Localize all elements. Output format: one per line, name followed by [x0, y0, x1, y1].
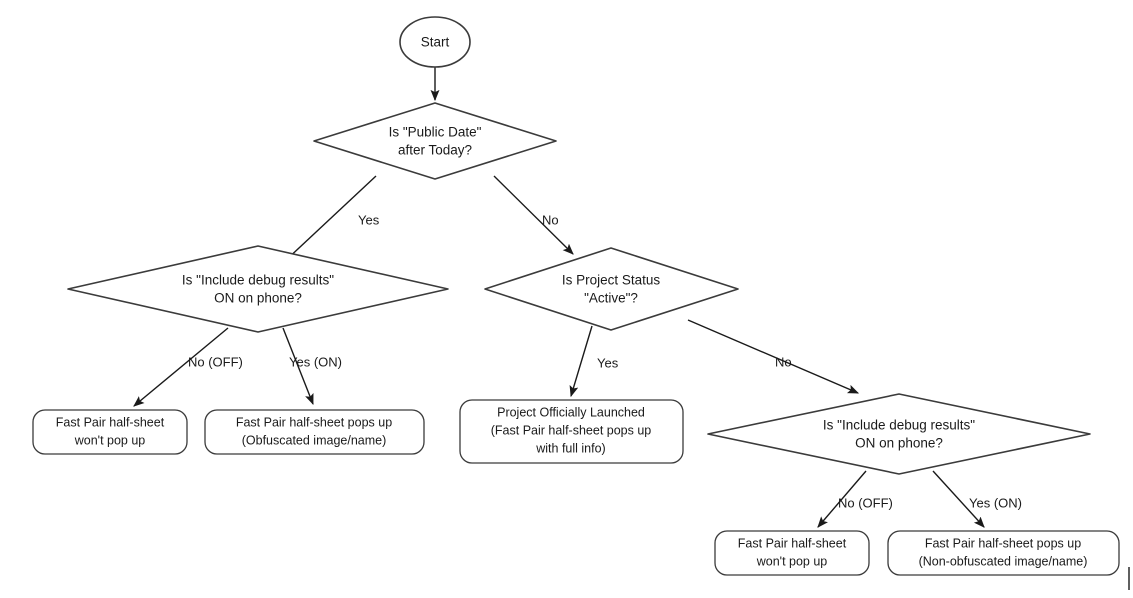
- public-date-line1: Is "Public Date": [389, 125, 482, 140]
- node-public-date-decision[interactable]: Is "Public Date" after Today?: [313, 102, 557, 180]
- debug-right-line1: Is "Include debug results": [823, 418, 975, 433]
- debug-left-line1: Is "Include debug results": [182, 273, 334, 288]
- debug-left-line2: ON on phone?: [214, 291, 302, 306]
- node-right-yes-terminal[interactable]: Fast Pair half-sheet pops up (Non-obfusc…: [887, 530, 1120, 576]
- project-status-diamond: [484, 247, 739, 331]
- left-yes-terminal-line1: Fast Pair half-sheet pops up: [236, 415, 392, 429]
- start-label: Start: [421, 35, 450, 50]
- edge-debug-right-yes: [932, 470, 985, 528]
- right-yes-terminal-line1: Fast Pair half-sheet pops up: [925, 536, 1081, 550]
- edges-layer: [133, 66, 985, 528]
- launched-terminal-line1: Project Officially Launched: [497, 405, 645, 419]
- edge-label-project-status-yes: Yes: [597, 355, 619, 370]
- edge-label-debug-left-no: No (OFF): [188, 354, 243, 369]
- node-right-no-terminal[interactable]: Fast Pair half-sheet won't pop up: [714, 530, 870, 576]
- edge-labels-layer: Yes No No (OFF) Yes (ON) Yes No No (OFF)…: [188, 212, 1022, 510]
- node-launched-terminal[interactable]: Project Officially Launched (Fast Pair h…: [459, 399, 684, 464]
- node-start[interactable]: Start: [399, 16, 471, 68]
- project-status-line1: Is Project Status: [562, 273, 661, 288]
- edge-label-debug-left-yes: Yes (ON): [289, 354, 342, 369]
- node-left-yes-terminal[interactable]: Fast Pair half-sheet pops up (Obfuscated…: [204, 409, 425, 455]
- right-no-terminal-line1: Fast Pair half-sheet: [738, 536, 847, 550]
- debug-left-diamond: [67, 245, 449, 333]
- edge-label-debug-right-no: No (OFF): [838, 495, 893, 510]
- right-no-terminal-box: [714, 530, 870, 576]
- edge-label-public-date-no: No: [542, 212, 559, 227]
- edge-public-date-yes: [283, 175, 377, 263]
- right-no-terminal-line2: won't pop up: [756, 554, 828, 568]
- right-yes-terminal-box: [887, 530, 1120, 576]
- left-no-terminal-line1: Fast Pair half-sheet: [56, 415, 165, 429]
- launched-terminal-line2: (Fast Pair half-sheet pops up: [491, 423, 652, 437]
- left-yes-terminal-line2: (Obfuscated image/name): [242, 433, 387, 447]
- start-ellipse: [399, 16, 471, 68]
- debug-right-line2: ON on phone?: [855, 436, 943, 451]
- left-no-terminal-line2: won't pop up: [74, 433, 146, 447]
- edge-label-debug-right-yes: Yes (ON): [969, 495, 1022, 510]
- edge-public-date-no: [493, 175, 574, 255]
- edge-label-project-status-no: No: [775, 354, 792, 369]
- project-status-line2: "Active"?: [584, 291, 638, 306]
- edge-debug-right-no: [817, 470, 867, 528]
- edge-project-status-no: [687, 319, 860, 394]
- edge-debug-left-yes: [282, 327, 314, 406]
- launched-terminal-line3: with full info): [535, 441, 605, 455]
- edge-debug-left-no: [133, 327, 229, 407]
- public-date-line2: after Today?: [398, 143, 472, 158]
- debug-right-diamond: [707, 393, 1091, 475]
- node-debug-right-decision[interactable]: Is "Include debug results" ON on phone?: [707, 393, 1091, 475]
- node-project-status-decision[interactable]: Is Project Status "Active"?: [484, 247, 739, 331]
- launched-terminal-box: [459, 399, 684, 464]
- right-yes-terminal-line2: (Non-obfuscated image/name): [919, 554, 1088, 568]
- left-yes-terminal-box: [204, 409, 425, 455]
- node-debug-left-decision[interactable]: Is "Include debug results" ON on phone?: [67, 245, 449, 333]
- left-no-terminal-box: [32, 409, 188, 455]
- edge-label-public-date-yes: Yes: [358, 212, 380, 227]
- node-left-no-terminal[interactable]: Fast Pair half-sheet won't pop up: [32, 409, 188, 455]
- edge-project-status-yes: [569, 325, 593, 398]
- public-date-diamond: [313, 102, 557, 180]
